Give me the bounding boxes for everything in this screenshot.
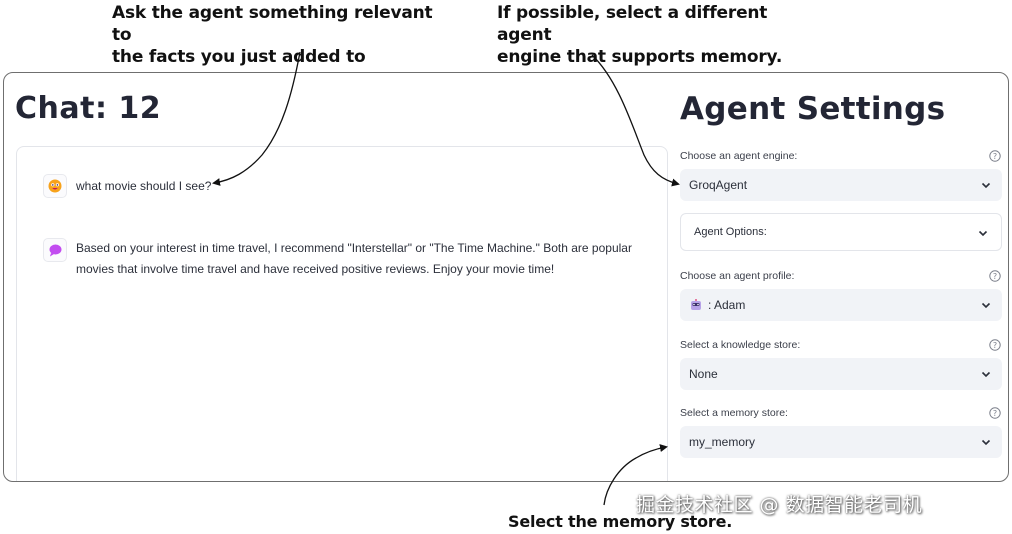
chevron-down-icon	[981, 302, 991, 309]
agent-options-expander[interactable]: Agent Options:	[680, 213, 1002, 251]
annotation-select-engine: If possible, select a different agent en…	[497, 3, 783, 67]
help-icon[interactable]: ?	[989, 270, 1001, 282]
engine-select[interactable]: GroqAgent	[680, 169, 1002, 201]
user-face-icon	[43, 174, 67, 198]
engine-select-value: GroqAgent	[689, 178, 748, 192]
profile-select-value: : Adam	[708, 298, 746, 312]
chevron-down-icon	[981, 439, 991, 446]
svg-text:?: ?	[993, 341, 997, 350]
watermark: 掘金技术社区 @ 数据智能老司机	[636, 494, 923, 516]
chat-message-user: what movie should I see?	[43, 174, 651, 198]
profile-label: Choose an agent profile:	[680, 270, 795, 282]
chevron-down-icon	[978, 230, 988, 237]
chevron-down-icon	[981, 182, 991, 189]
robot-avatar-icon	[691, 299, 701, 310]
memory-label: Select a memory store:	[680, 407, 788, 419]
svg-text:?: ?	[993, 152, 997, 161]
chevron-down-icon	[981, 371, 991, 378]
assistant-bubble-icon	[43, 238, 67, 262]
memory-select[interactable]: my_memory	[680, 426, 1002, 458]
help-icon[interactable]: ?	[989, 407, 1001, 419]
app-window: Chat: 12 what movie should I see?	[3, 72, 1009, 482]
settings-title: Agent Settings	[680, 91, 946, 127]
memory-select-value: my_memory	[689, 435, 756, 449]
knowledge-label: Select a knowledge store:	[680, 339, 801, 351]
agent-options-label: Agent Options:	[694, 226, 767, 238]
knowledge-select-value: None	[689, 367, 718, 381]
engine-label: Choose an agent engine:	[680, 150, 798, 162]
chat-message-text: Based on your interest in time travel, I…	[76, 241, 632, 276]
help-icon[interactable]: ?	[989, 150, 1001, 162]
help-icon[interactable]: ?	[989, 339, 1001, 351]
svg-text:?: ?	[993, 409, 997, 418]
chat-message-container[interactable]: what movie should I see? Based on your i…	[16, 146, 668, 481]
profile-select[interactable]: : Adam	[680, 289, 1002, 321]
annotation-select-memory: Select the memory store.	[508, 512, 733, 531]
svg-text:?: ?	[993, 272, 997, 281]
knowledge-select[interactable]: None	[680, 358, 1002, 390]
chat-message-text: what movie should I see?	[76, 179, 212, 193]
chat-title: Chat: 12	[15, 91, 162, 126]
chat-message-assistant: Based on your interest in time travel, I…	[43, 238, 651, 280]
